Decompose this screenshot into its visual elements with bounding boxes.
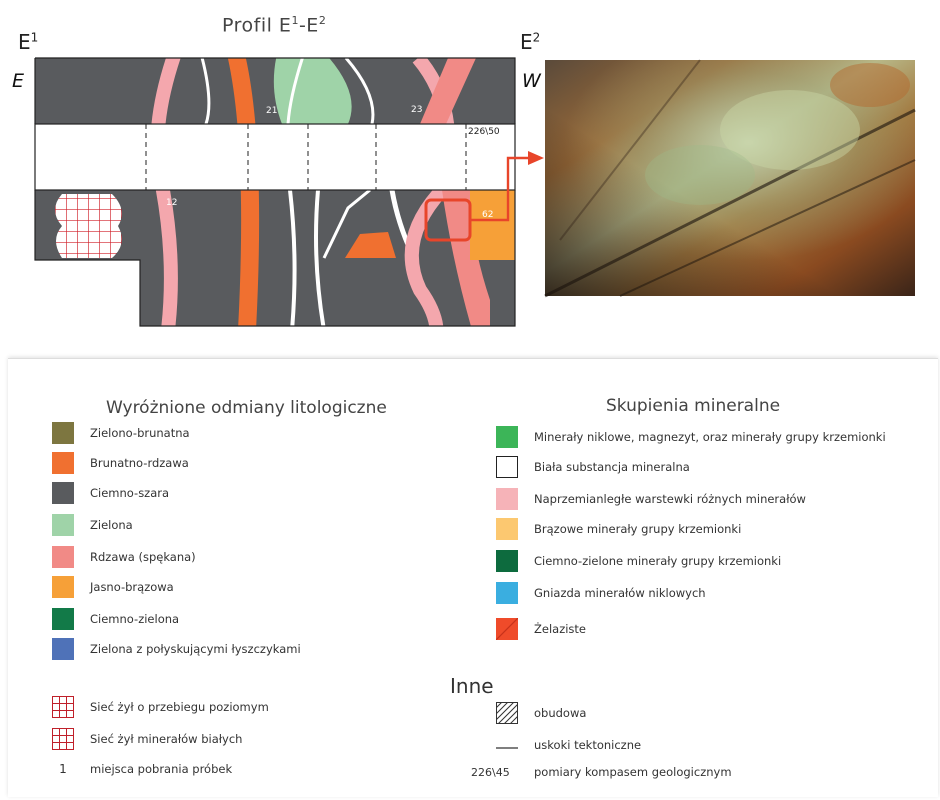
compass-reading-label: 226\50 — [468, 127, 500, 137]
minerals-legend-title: Skupienia mineralne — [606, 396, 780, 416]
legend-item: Zielono-brunatna — [52, 422, 190, 444]
callout-arrow-head — [528, 151, 544, 165]
legend-item: Jasno-brązowa — [52, 576, 174, 598]
other-legend-title: Inne — [450, 674, 494, 698]
legend-item: Rdzawa (spękana) — [52, 546, 196, 568]
swatch — [496, 456, 518, 478]
swatch — [52, 638, 74, 660]
legend-item: Zielona — [52, 514, 133, 536]
swatch — [52, 576, 74, 598]
swatch — [52, 608, 74, 630]
hatched-casing-icon — [496, 702, 518, 724]
legend-item: Ciemno-szara — [52, 482, 169, 504]
swatch — [496, 488, 518, 510]
sample-label-62: 62 — [482, 210, 493, 220]
swatch — [52, 482, 74, 504]
geologic-profile-diagram — [0, 0, 940, 340]
swatch — [496, 582, 518, 604]
swatch — [52, 422, 74, 444]
outcrop-photo — [545, 60, 915, 296]
legend-item: Zielona z połyskującymi łyszczykami — [52, 638, 301, 660]
legend-item: Minerały niklowe, magnezyt, oraz minerał… — [496, 426, 886, 448]
legend-item: Gniazda minerałów niklowych — [496, 582, 706, 604]
swatch — [496, 426, 518, 448]
swatch — [52, 452, 74, 474]
legend-item-casing: obudowa — [496, 702, 586, 724]
fault-line-icon — [496, 734, 518, 756]
legend-item: Ciemno-zielona — [52, 608, 179, 630]
legend-item-veins-white: Sieć żył minerałów białych — [52, 728, 242, 750]
vein-grid-icon — [52, 696, 74, 718]
legend-item-veins-horizontal: Sieć żył o przebiegu poziomym — [52, 696, 269, 718]
sample-label-23: 23 — [411, 105, 422, 115]
legend-item: Brązowe minerały grupy krzemionki — [496, 518, 741, 540]
lithology-legend-title: Wyróżnione odmiany litologiczne — [106, 398, 387, 418]
legend-item: Naprzemianległe warstewki różnych minera… — [496, 488, 806, 510]
swatch — [52, 514, 74, 536]
gallery-zone — [35, 124, 515, 190]
legend-item-sample-site: 1 miejsca pobrania próbek — [52, 758, 232, 780]
legend-item: Brunatno-rdzawa — [52, 452, 189, 474]
swatch — [52, 546, 74, 568]
legend-item-faults: uskoki tektoniczne — [496, 734, 641, 756]
legend-item: Biała substancja mineralna — [496, 456, 690, 478]
vein-network-lens — [55, 194, 122, 258]
legend-item: Ciemno-zielone minerały grupy krzemionki — [496, 550, 781, 572]
sample-label-12: 12 — [166, 198, 177, 208]
legend-item-compass: pomiary kompasem geologicznym — [534, 765, 732, 779]
vein-grid-icon — [52, 728, 74, 750]
rock-section — [35, 50, 515, 340]
ferruginous-swatch — [496, 618, 518, 640]
compass-symbol: 226\45 — [471, 766, 510, 779]
sample-number-symbol: 1 — [52, 758, 74, 780]
swatch — [496, 550, 518, 572]
swatch — [496, 518, 518, 540]
legend-item: Żelaziste — [496, 618, 586, 640]
sample-label-21: 21 — [266, 106, 277, 116]
